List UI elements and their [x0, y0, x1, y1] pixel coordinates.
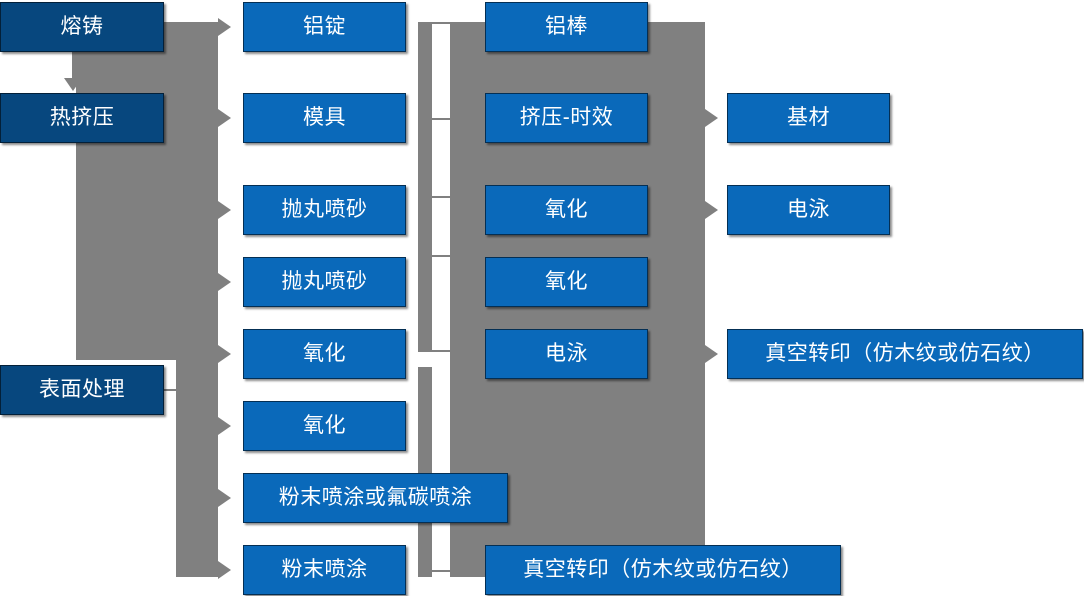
node-label-oxidation-col2-1: 氧化 [303, 342, 346, 366]
arrow-to-powder-coating [218, 561, 231, 579]
node-vacuum-transfer-out[interactable]: 真空转印（仿木纹或仿石纹） [727, 329, 1083, 379]
node-shot-blast-2[interactable]: 抛丸喷砂 [243, 257, 406, 307]
node-aluminum-ingot[interactable]: 铝锭 [243, 2, 406, 52]
node-label-powder-coating: 粉末喷涂 [281, 558, 368, 582]
node-label-oxidation-col2-2: 氧化 [303, 414, 346, 438]
node-label-mould: 模具 [303, 106, 346, 130]
arrow-to-shot-blast-1 [218, 201, 231, 219]
node-vacuum-transfer-b[interactable]: 真空转印（仿木纹或仿石纹） [485, 545, 841, 595]
node-surface-treat[interactable]: 表面处理 [0, 365, 164, 415]
arrow-to-vacuum-transfer-out [705, 345, 718, 363]
node-label-shot-blast-1: 抛丸喷砂 [281, 198, 368, 222]
node-oxidation-col2-2[interactable]: 氧化 [243, 401, 406, 451]
bracket-mid-riser-upper [418, 22, 432, 352]
bracket-main-left-fill [76, 22, 202, 360]
node-oxidation-col3-2[interactable]: 氧化 [485, 257, 648, 307]
link-mid-to-slab-5 [430, 350, 454, 352]
node-shot-blast-1[interactable]: 抛丸喷砂 [243, 185, 406, 235]
connector-melt-to-extrusion-stem [72, 52, 76, 80]
node-label-substrate: 基材 [787, 106, 830, 130]
node-label-aluminum-bar: 铝棒 [545, 15, 588, 39]
node-label-surface-treat: 表面处理 [39, 378, 125, 402]
link-mid-to-slab-3 [430, 196, 454, 198]
arrow-to-aluminum-ingot [218, 18, 231, 36]
node-label-vacuum-transfer-out: 真空转印（仿木纹或仿石纹） [765, 342, 1045, 366]
node-label-melt-cast: 熔铸 [60, 15, 104, 39]
node-label-powder-or-pvdf: 粉末喷涂或氟碳喷涂 [278, 486, 473, 510]
node-melt-cast[interactable]: 熔铸 [0, 2, 164, 52]
arrow-to-shot-blast-2 [218, 273, 231, 291]
link-mid-to-slab-1 [430, 22, 454, 24]
node-electrophoresis-out[interactable]: 电泳 [727, 185, 890, 235]
link-mid-to-slab-6 [430, 570, 454, 572]
arrow-to-substrate [705, 109, 718, 127]
node-mould[interactable]: 模具 [243, 93, 406, 143]
node-substrate[interactable]: 基材 [727, 93, 890, 143]
node-label-hot-extrusion: 热挤压 [49, 106, 115, 130]
node-hot-extrusion[interactable]: 热挤压 [0, 93, 164, 143]
node-label-shot-blast-2: 抛丸喷砂 [281, 270, 368, 294]
node-oxidation-col2-1[interactable]: 氧化 [243, 329, 406, 379]
node-extrusion-aging[interactable]: 挤压-时效 [485, 93, 648, 143]
arrow-to-oxidation-col2-2 [218, 417, 231, 435]
node-aluminum-bar[interactable]: 铝棒 [485, 2, 648, 52]
arrow-to-oxidation-col2-1 [218, 345, 231, 363]
arrow-to-electrophoresis-out [705, 201, 718, 219]
bracket-mid-riser-lower [418, 367, 432, 577]
connector-surface-treat-stub [164, 389, 190, 391]
node-electrophoresis-c3[interactable]: 电泳 [485, 329, 648, 379]
node-label-extrusion-aging: 挤压-时效 [519, 106, 614, 130]
node-powder-coating[interactable]: 粉末喷涂 [243, 545, 406, 595]
link-mid-to-slab-2 [430, 118, 454, 120]
arrow-to-mould [218, 109, 231, 127]
node-label-vacuum-transfer-b: 真空转印（仿木纹或仿石纹） [523, 558, 803, 582]
node-label-electrophoresis-out: 电泳 [787, 198, 830, 222]
link-mid-to-slab-4 [430, 255, 454, 257]
node-label-aluminum-ingot: 铝锭 [303, 15, 346, 39]
arrow-to-powder-or-pvdf [218, 489, 231, 507]
node-label-oxidation-col3-1: 氧化 [545, 198, 588, 222]
node-label-oxidation-col3-2: 氧化 [545, 270, 588, 294]
node-oxidation-col3-1[interactable]: 氧化 [485, 185, 648, 235]
node-label-electrophoresis-c3: 电泳 [545, 342, 588, 366]
node-powder-or-pvdf[interactable]: 粉末喷涂或氟碳喷涂 [243, 473, 508, 523]
